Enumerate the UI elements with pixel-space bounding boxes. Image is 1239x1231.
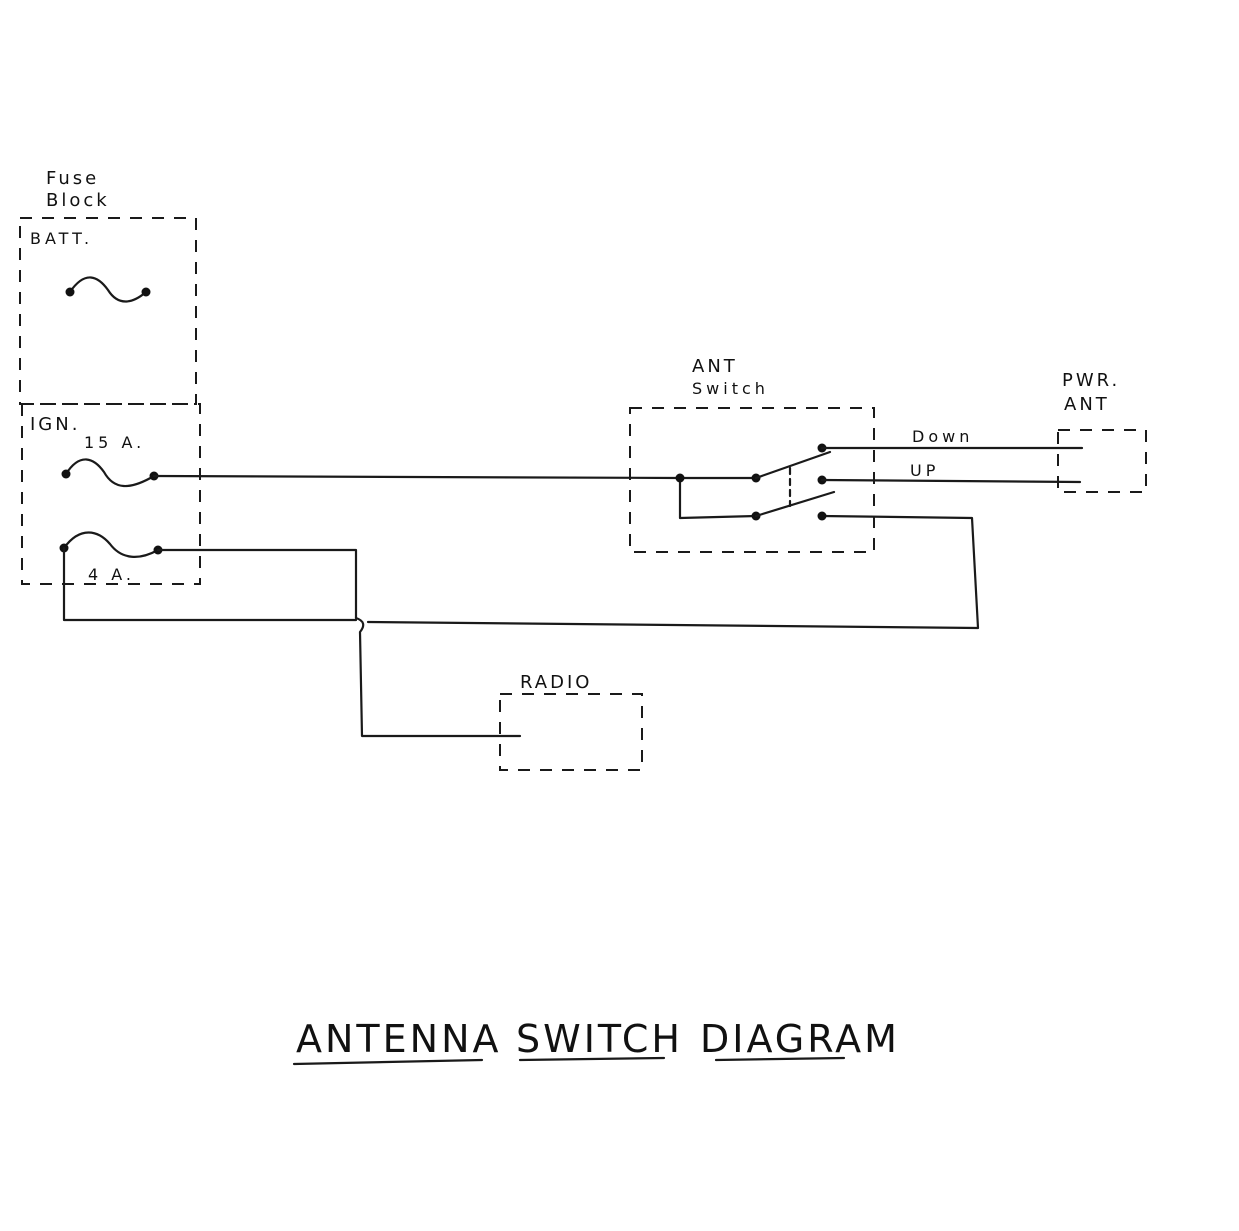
batt-terminal-right — [141, 287, 151, 297]
wire-up — [820, 478, 1082, 484]
ant-switch-label-line2: Switch — [692, 379, 769, 398]
fuse-4a-symbol — [62, 531, 160, 558]
title-word-antenna: ANTENNA — [296, 1017, 502, 1061]
fuse-15a-label: 15 A. — [84, 433, 145, 452]
fuse-15a-symbol — [64, 458, 156, 488]
fuse-block-label-line1: Fuse — [46, 168, 99, 189]
pwr-ant-label-line2: ANT — [1064, 394, 1110, 415]
fuse-block-label-line2: Block — [46, 190, 110, 211]
wire-4a-to-radio-top — [156, 548, 358, 620]
title-word-switch: SWITCH — [516, 1017, 683, 1061]
radio-label: RADIO — [520, 672, 592, 693]
title-underline-2 — [518, 1056, 666, 1062]
wire-up-label: UP — [910, 461, 939, 480]
title-word-diagram: DIAGRAM — [700, 1017, 900, 1061]
fuse-15a-terminal-left — [61, 469, 71, 479]
radio-box — [499, 693, 643, 771]
ign-label: IGN. — [30, 414, 80, 435]
title-underline-3 — [714, 1056, 846, 1062]
pwr-ant-box — [1057, 429, 1147, 493]
wire-to-radio — [354, 616, 522, 738]
batt-label: BATT. — [30, 229, 93, 248]
pwr-ant-label-line1: PWR. — [1062, 370, 1120, 391]
title-underline-1 — [292, 1058, 484, 1066]
ant-switch-label-line1: ANT — [692, 356, 738, 377]
wire-ground-left — [62, 546, 358, 622]
wire-ign-to-switch — [152, 474, 682, 480]
batt-section-box — [19, 217, 197, 405]
switch-blade-lower — [754, 490, 836, 518]
fuse-4a-label: 4 A. — [88, 565, 135, 584]
switch-blade-upper — [754, 450, 832, 480]
wire-down-label: Down — [912, 427, 973, 446]
switch-input-bottom — [678, 476, 758, 520]
batt-terminal-left — [65, 287, 75, 297]
wire-return-to-switch — [366, 514, 980, 630]
batt-fuse-symbol — [68, 276, 148, 303]
switch-junction — [675, 473, 685, 483]
switch-contact-return — [817, 511, 827, 521]
ign-section-box — [21, 403, 201, 585]
